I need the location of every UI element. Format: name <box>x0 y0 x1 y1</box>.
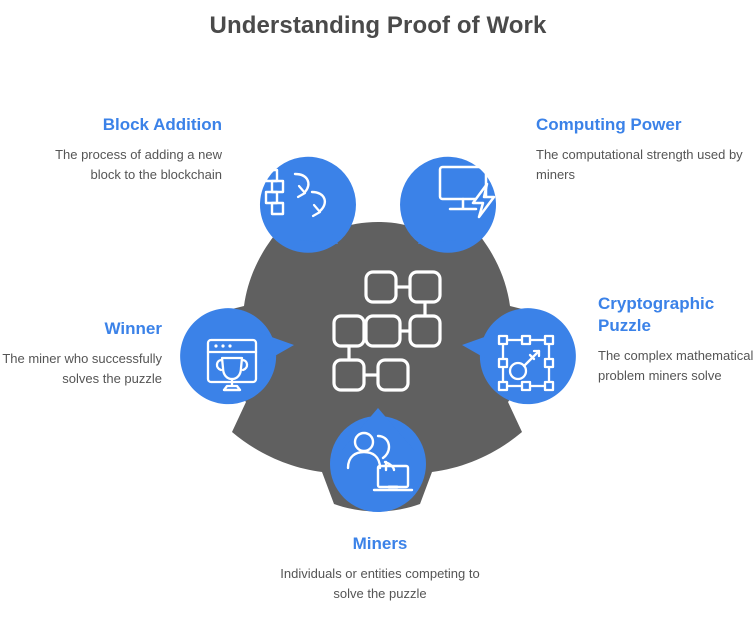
node-label-winner: Winner The miner who successfully solves… <box>2 318 162 389</box>
badge-winner[interactable] <box>180 308 294 405</box>
badge-computing-power[interactable] <box>400 156 497 253</box>
browser-trophy-icon <box>206 338 258 392</box>
node-description-winner: The miner who successfully solves the pu… <box>2 350 162 386</box>
node-description-miners: Individuals or entities competing to sol… <box>280 565 480 601</box>
badge-block-addition-tail <box>300 206 338 244</box>
badge-miners-tail <box>342 408 414 450</box>
node-description-block-addition: The process of adding a new block to the… <box>55 146 222 182</box>
blockchain-network-icon <box>332 270 442 392</box>
node-label-miners: Miners Individuals or entities competing… <box>278 533 482 604</box>
key-frame-icon <box>497 334 555 392</box>
badge-computing-power-tail <box>418 206 456 244</box>
badge-winner-shape <box>180 308 277 405</box>
node-heading-winner: Winner <box>104 319 162 338</box>
badge-block-addition[interactable] <box>259 156 356 253</box>
node-label-cryptographic-puzzle: Cryptographic Puzzle The complex mathema… <box>598 293 754 386</box>
node-heading-cryptographic-puzzle: Cryptographic Puzzle <box>598 294 715 335</box>
node-description-computing-power: The computational strength used by miner… <box>536 146 743 182</box>
page-title: Understanding Proof of Work <box>209 12 547 39</box>
badge-winner-tail <box>252 330 294 365</box>
badge-computing-power-shape <box>400 156 497 253</box>
node-heading-miners: Miners <box>352 534 408 553</box>
node-label-block-addition: Block Addition The process of adding a n… <box>22 114 222 185</box>
center-hub <box>212 222 542 512</box>
node-label-computing-power: Computing Power The computational streng… <box>536 114 750 185</box>
node-heading-computing-power: Computing Power <box>536 115 682 134</box>
monitor-lightning-icon <box>438 165 496 219</box>
badge-miners[interactable] <box>330 408 426 512</box>
node-heading-block-addition: Block Addition <box>102 115 222 134</box>
badge-cryptographic-puzzle[interactable] <box>462 308 576 405</box>
people-laptop-icon <box>346 431 414 492</box>
blocks-refresh-icon <box>264 168 327 218</box>
badge-cryptographic-puzzle-tail <box>462 330 504 365</box>
node-description-cryptographic-puzzle: The complex mathematical problem miners … <box>598 347 754 383</box>
